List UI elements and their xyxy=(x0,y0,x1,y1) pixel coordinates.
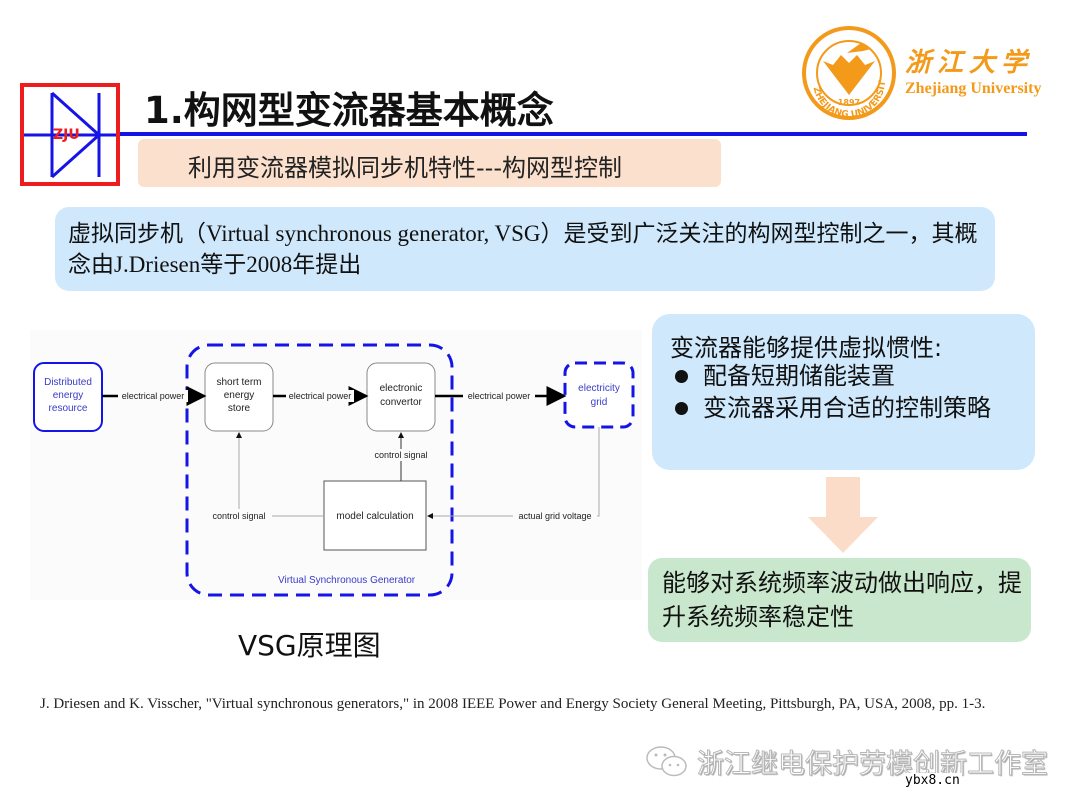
svg-text:electronic: electronic xyxy=(380,383,423,394)
svg-text:grid: grid xyxy=(591,397,608,408)
svg-text:store: store xyxy=(228,403,251,414)
vsg-container-label: Virtual Synchronous Generator xyxy=(278,575,416,586)
svg-text:short term: short term xyxy=(216,377,261,388)
logo-text: ZJU xyxy=(53,127,80,143)
feature-heading: 变流器能够提供虚拟惯性: xyxy=(670,334,943,362)
svg-text:energy: energy xyxy=(53,390,84,401)
feature-box xyxy=(652,314,1035,470)
reference-citation: J. Driesen and K. Visscher, "Virtual syn… xyxy=(40,696,986,712)
svg-text:resource: resource xyxy=(49,403,88,414)
svg-text:electricity: electricity xyxy=(578,383,620,394)
svg-text:electrical power: electrical power xyxy=(122,391,185,401)
intro-box xyxy=(55,207,995,291)
intro-text: 虚拟同步机（Virtual synchronous generator, VSG… xyxy=(68,221,978,277)
subtitle-banner xyxy=(138,139,721,187)
svg-text:model calculation: model calculation xyxy=(336,511,413,522)
wechat-icon xyxy=(646,745,687,776)
title-divider xyxy=(120,132,1027,136)
zju-logo: ZJU xyxy=(20,83,120,186)
watermark: 浙江继电保护劳模创新工作室 xyxy=(645,742,1049,781)
svg-text:electrical power: electrical power xyxy=(289,391,352,401)
svg-text:Distributed: Distributed xyxy=(44,377,92,388)
svg-text:control signal: control signal xyxy=(374,450,427,460)
site-tag: ybx8.cn xyxy=(903,773,962,788)
diagram-caption: VSG原理图 xyxy=(238,629,381,662)
university-name-cn: 浙江大学 xyxy=(905,48,1034,78)
subtitle: 利用变流器模拟同步机特性---构网型控制 xyxy=(188,154,622,182)
diode-symbol-icon xyxy=(24,91,116,179)
page-title: 1.构网型变流器基本概念 xyxy=(144,89,554,132)
vsg-container xyxy=(185,343,454,597)
university-emblem-icon: 1897 ZHEJIANG UNIVERSITY xyxy=(797,18,897,121)
svg-text:control signal: control signal xyxy=(212,511,265,521)
feature-list: 配备短期储能装置 变流器采用合适的控制策略 xyxy=(670,360,1030,424)
feature-item: 配备短期储能装置 xyxy=(670,360,1030,392)
svg-text:1897: 1897 xyxy=(838,98,860,107)
feature-item: 变流器采用合适的控制策略 xyxy=(670,392,1030,424)
result-box xyxy=(648,558,1031,642)
down-arrow-icon xyxy=(808,477,878,553)
watermark-text: 浙江继电保护劳模创新工作室 xyxy=(697,749,1049,781)
university-name-en: Zhejiang University xyxy=(905,80,1042,97)
svg-text:convertor: convertor xyxy=(380,397,422,408)
vsg-diagram: Virtual Synchronous Generator Distribute… xyxy=(30,330,642,600)
svg-text:energy: energy xyxy=(224,390,255,401)
svg-text:electrical power: electrical power xyxy=(468,391,531,401)
result-text: 能够对系统频率波动做出响应，提升系统频率稳定性 xyxy=(662,569,1022,631)
svg-text:actual grid voltage: actual grid voltage xyxy=(518,511,591,521)
